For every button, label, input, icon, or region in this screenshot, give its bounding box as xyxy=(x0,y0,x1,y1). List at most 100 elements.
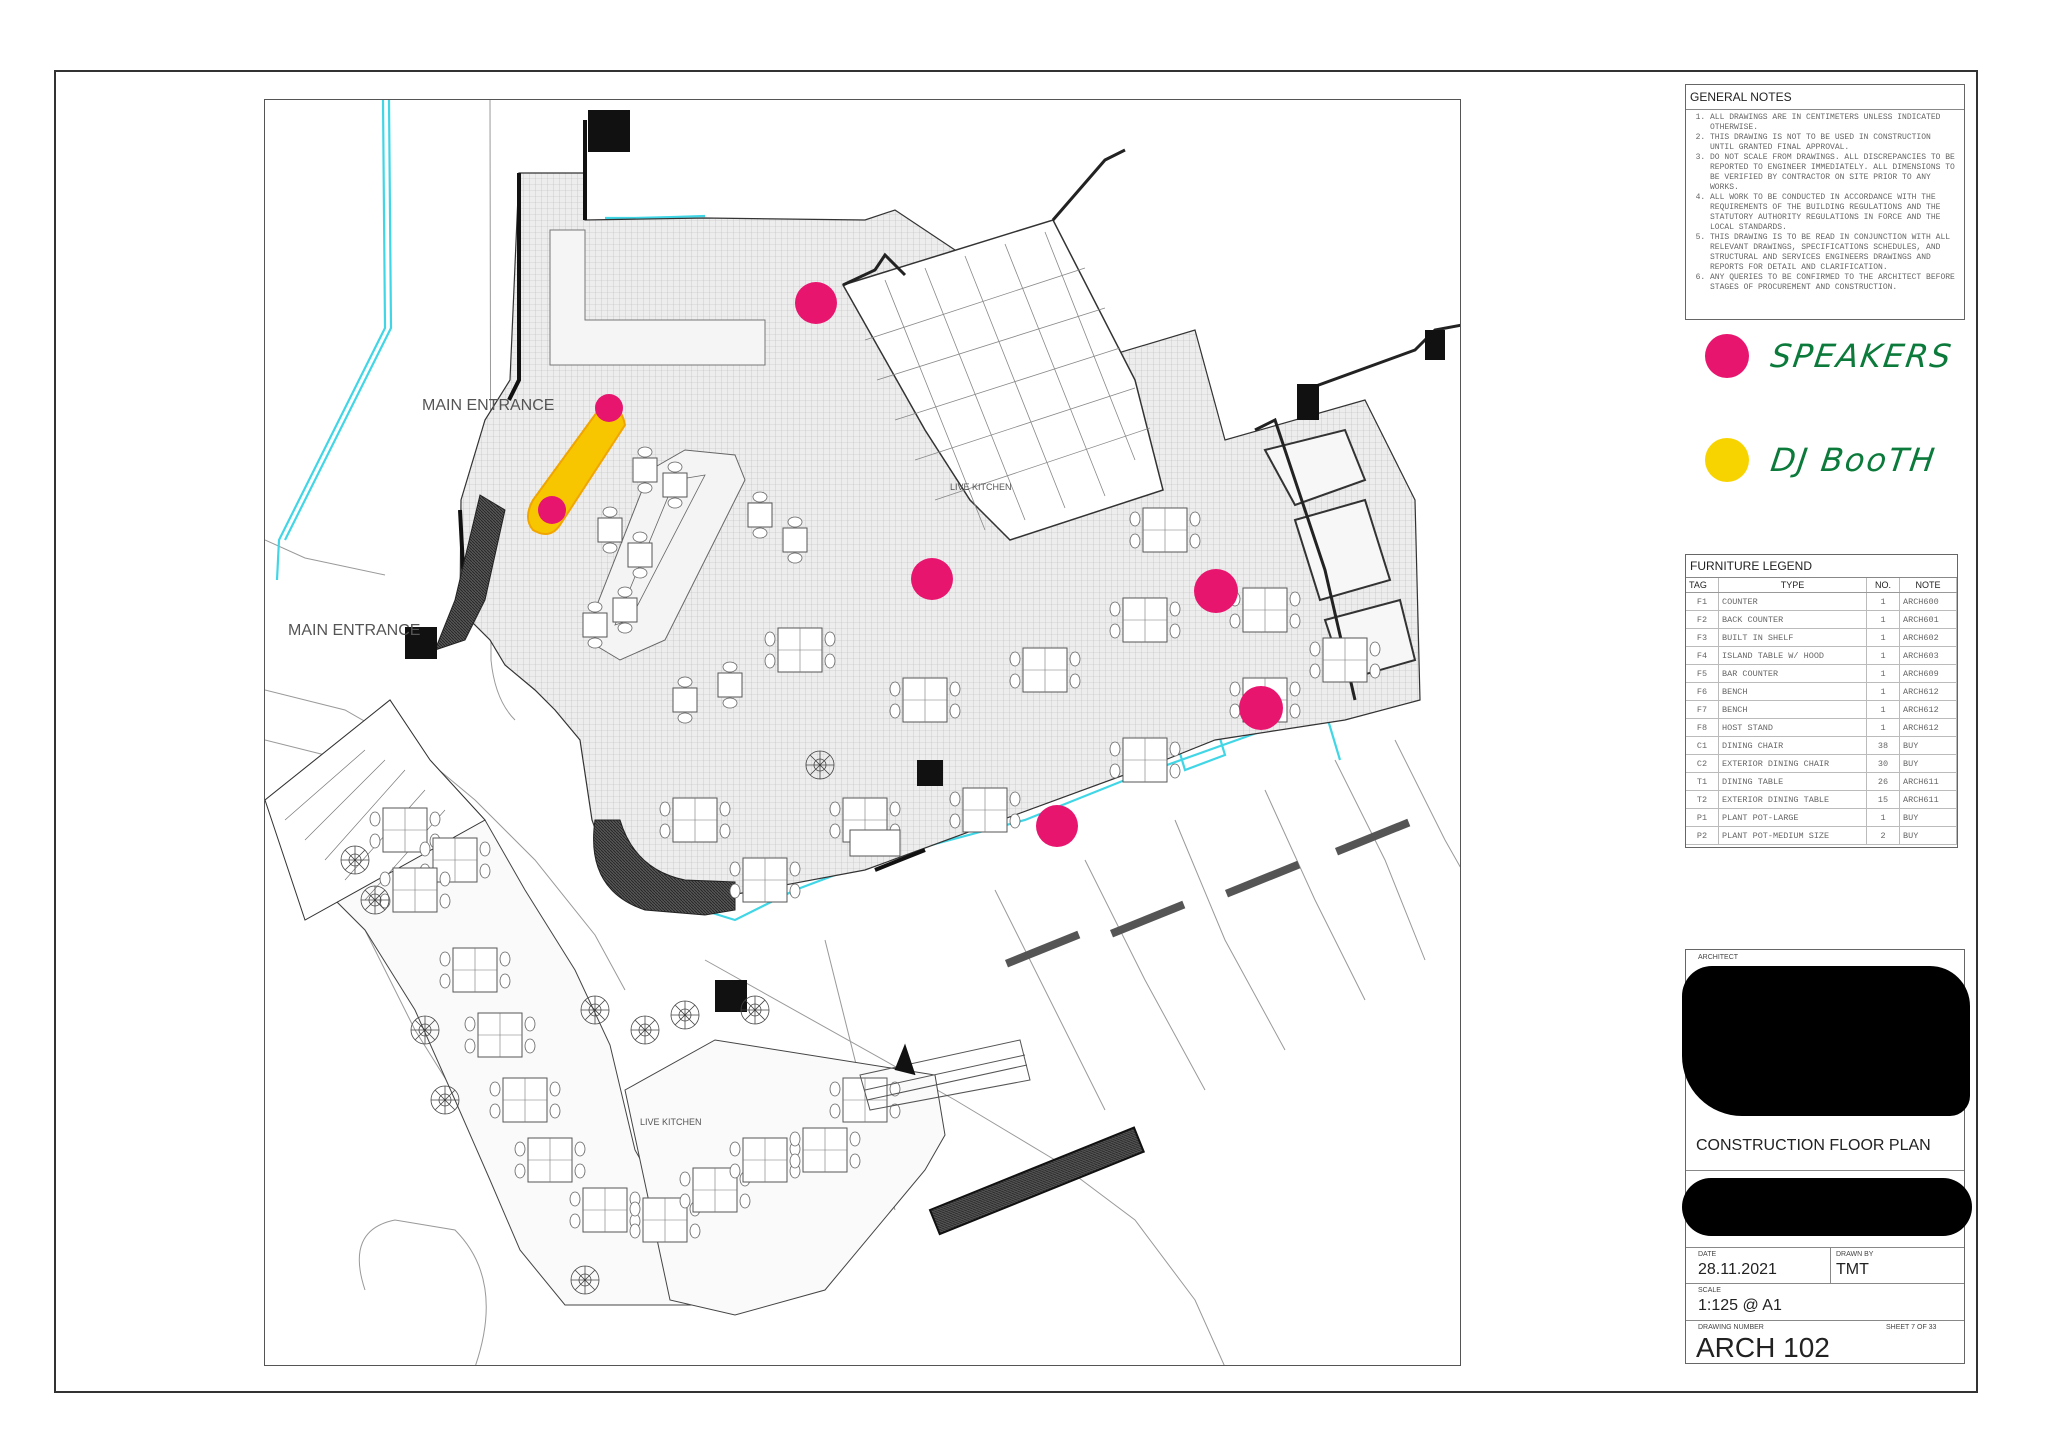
legend-header-row: TAG TYPE NO. NOTE xyxy=(1686,578,1957,593)
legend-cell: P1 xyxy=(1686,808,1719,827)
legend-cell: PLANT POT-MEDIUM SIZE xyxy=(1718,826,1867,845)
legend-cell: BUY xyxy=(1899,826,1957,845)
legend-cell: ARCH611 xyxy=(1899,790,1957,809)
furniture-legend-title: FURNITURE LEGEND xyxy=(1686,555,1957,578)
curved-bench xyxy=(593,819,736,916)
legend-cell: HOST STAND xyxy=(1718,718,1867,737)
site-stairs xyxy=(859,1039,1031,1111)
legend-cell: 1 xyxy=(1866,718,1900,737)
legend-cell: ISLAND TABLE W/ HOOD xyxy=(1718,646,1867,665)
legend-cell: F7 xyxy=(1686,700,1719,719)
scale-label: SCALE xyxy=(1698,1287,1721,1294)
legend-cell: 1 xyxy=(1866,808,1900,827)
speaker-marker xyxy=(1239,686,1283,730)
architect-label: ARCHITECT xyxy=(1698,954,1739,961)
dj-booth-key-dot xyxy=(1705,438,1749,482)
legend-cell: F8 xyxy=(1686,718,1719,737)
legend-cell: C2 xyxy=(1686,754,1719,773)
legend-cell: F5 xyxy=(1686,664,1719,683)
sheet-number: SHEET 7 OF 33 xyxy=(1886,1324,1937,1331)
legend-cell: F3 xyxy=(1686,628,1719,647)
label-live-kitchen-inner: LIVE KITCHEN xyxy=(950,482,1012,492)
legend-cell: EXTERIOR DINING TABLE xyxy=(1718,790,1867,809)
drawn-by-label: DRAWN BY xyxy=(1836,1251,1874,1258)
speaker-marker xyxy=(911,558,953,600)
legend-cell: C1 xyxy=(1686,736,1719,755)
general-notes-list: ALL DRAWINGS ARE IN CENTIMETERS UNLESS I… xyxy=(1686,110,1964,293)
legend-cell: ARCH602 xyxy=(1899,628,1957,647)
legend-cell: 26 xyxy=(1866,772,1900,791)
redacted-client xyxy=(1682,1178,1972,1236)
legend-cell: 2 xyxy=(1866,826,1900,845)
legend-cell: F4 xyxy=(1686,646,1719,665)
legend-cell: BUY xyxy=(1899,736,1957,755)
legend-cell: 1 xyxy=(1866,682,1900,701)
label-main-entrance-upper: MAIN ENTRANCE xyxy=(422,397,554,414)
speaker-marker xyxy=(1194,569,1238,613)
kitchen-grid xyxy=(841,148,1164,541)
legend-cell: BUILT IN SHELF xyxy=(1718,628,1867,647)
legend-cell: P2 xyxy=(1686,826,1719,845)
legend-cell: 1 xyxy=(1866,628,1900,647)
label-main-entrance-lower: MAIN ENTRANCE xyxy=(288,622,420,639)
legend-cell: F6 xyxy=(1686,682,1719,701)
legend-header-note: NOTE xyxy=(1899,578,1957,593)
legend-header-tag: TAG xyxy=(1686,578,1719,593)
legend-cell: ARCH611 xyxy=(1899,772,1957,791)
drawn-by-value: TMT xyxy=(1836,1261,1869,1278)
speaker-marker xyxy=(1036,805,1078,847)
legend-cell: BAR COUNTER xyxy=(1718,664,1867,683)
dj-booth-key-label: DJ BooTH xyxy=(1768,441,1939,479)
legend-cell: ARCH612 xyxy=(1899,682,1957,701)
legend-cell: 1 xyxy=(1866,700,1900,719)
general-note: DO NOT SCALE FROM DRAWINGS. ALL DISCREPA… xyxy=(1710,153,1958,193)
hatched-strip xyxy=(928,1126,1146,1236)
speaker-markers xyxy=(538,282,1283,847)
legend-cell: 38 xyxy=(1866,736,1900,755)
legend-cell: ARCH603 xyxy=(1899,646,1957,665)
legend-cell: ARCH600 xyxy=(1899,592,1957,611)
legend-header-type: TYPE xyxy=(1718,578,1867,593)
architect-block: ARCHITECT CONSTRUCTION FLOOR PLAN DATE 2… xyxy=(1682,949,1972,1364)
legend-cell: 30 xyxy=(1866,754,1900,773)
floor-plan: MAIN ENTRANCE MAIN ENTRANCE LIVE KITCHEN… xyxy=(264,99,1461,1366)
general-notes: GENERAL NOTES ALL DRAWINGS ARE IN CENTIM… xyxy=(1685,84,1965,320)
general-note: ANY QUERIES TO BE CONFIRMED TO THE ARCHI… xyxy=(1710,273,1958,293)
drawing-title: CONSTRUCTION FLOOR PLAN xyxy=(1696,1137,1931,1154)
speaker-marker xyxy=(538,496,566,524)
label-live-kitchen-outer: LIVE KITCHEN xyxy=(640,1117,702,1127)
legend-header-no: NO. xyxy=(1866,578,1900,593)
legend-cell: ARCH601 xyxy=(1899,610,1957,629)
legend-cell: 1 xyxy=(1866,610,1900,629)
legend-cell: T1 xyxy=(1686,772,1719,791)
legend-cell: PLANT POT-LARGE xyxy=(1718,808,1867,827)
legend-cell: BENCH xyxy=(1718,700,1867,719)
legend-cell: ARCH612 xyxy=(1899,700,1957,719)
legend-cell: 15 xyxy=(1866,790,1900,809)
drawing-number-label: DRAWING NUMBER xyxy=(1698,1324,1764,1331)
parking-strips xyxy=(1005,818,1411,968)
general-note: ALL WORK TO BE CONDUCTED IN ACCORDANCE W… xyxy=(1710,193,1958,233)
key-dj-booth: DJ BooTH xyxy=(1705,438,1939,482)
interior-floor xyxy=(459,148,1460,901)
legend-cell: 1 xyxy=(1866,646,1900,665)
legend-cell: DINING TABLE xyxy=(1718,772,1867,791)
general-note: ALL DRAWINGS ARE IN CENTIMETERS UNLESS I… xyxy=(1710,113,1958,133)
title-block: GENERAL NOTES ALL DRAWINGS ARE IN CENTIM… xyxy=(1682,84,1972,1380)
legend-cell: ARCH612 xyxy=(1899,718,1957,737)
legend-cell: 1 xyxy=(1866,592,1900,611)
date-label: DATE xyxy=(1698,1251,1717,1258)
legend-cell: BACK COUNTER xyxy=(1718,610,1867,629)
